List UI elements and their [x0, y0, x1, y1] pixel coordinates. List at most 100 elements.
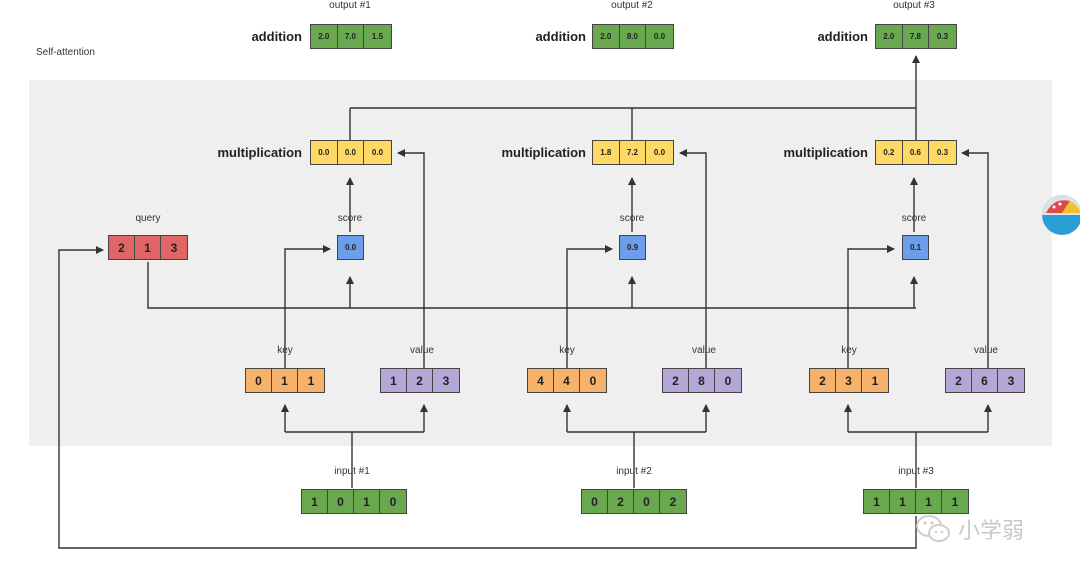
input-3-label: input #3 — [898, 466, 934, 477]
value-cell: 1 — [381, 369, 407, 392]
diagram-title: Self-attention — [36, 47, 95, 58]
multiplication-3-vector: 0.2 0.6 0.3 — [875, 140, 957, 165]
input-cell: 2 — [608, 490, 634, 513]
score-2-label: score — [619, 213, 645, 224]
multiplication-2-label: multiplication — [501, 145, 587, 160]
key-cell: 3 — [836, 369, 862, 392]
input-cell: 1 — [302, 490, 328, 513]
input-cell: 0 — [389, 494, 397, 509]
multiplication-cell: 0.0 — [371, 148, 384, 157]
key-cell: 0 — [589, 373, 597, 388]
score-2-box: 0.9 — [619, 235, 646, 260]
output-cell: 7.8 — [903, 25, 930, 48]
value-cell: 2 — [407, 369, 433, 392]
key-cell: 4 — [554, 369, 580, 392]
output-cell: 2.0 — [876, 25, 903, 48]
watermark-text: 小学弱 — [958, 519, 1025, 544]
input-cell: 0 — [328, 490, 354, 513]
query-cell: 2 — [109, 236, 135, 259]
value-2-vector: 2 8 0 — [662, 368, 742, 393]
multiplication-cell: 0.6 — [903, 141, 930, 164]
output-cell: 8.0 — [620, 25, 647, 48]
multiplication-1-vector: 0.0 0.0 0.0 — [310, 140, 392, 165]
score-3-label: score — [901, 213, 927, 224]
addition-3-label: addition — [817, 29, 868, 44]
output-2-vector: 2.0 8.0 0.0 — [592, 24, 674, 49]
score-cell: 0.1 — [909, 243, 922, 252]
key-cell: 1 — [272, 369, 298, 392]
multiplication-cell: 0.0 — [338, 141, 365, 164]
output-3-vector: 2.0 7.8 0.3 — [875, 24, 957, 49]
value-3-vector: 2 6 3 — [945, 368, 1025, 393]
key-cell: 1 — [307, 373, 315, 388]
value-3-label: value — [974, 345, 998, 356]
value-cell: 3 — [442, 373, 450, 388]
value-1-vector: 1 2 3 — [380, 368, 460, 393]
addition-1-label: addition — [251, 29, 302, 44]
score-cell: 0.0 — [344, 243, 357, 252]
score-3-box: 0.1 — [902, 235, 929, 260]
multiplication-1-label: multiplication — [217, 145, 303, 160]
value-cell: 0 — [724, 373, 732, 388]
key-cell: 1 — [871, 373, 879, 388]
score-1-box: 0.0 — [337, 235, 364, 260]
input-3-vector: 1 1 1 1 — [863, 489, 969, 514]
output-cell: 0.0 — [653, 32, 666, 41]
value-cell: 3 — [1007, 373, 1015, 388]
multiplication-cell: 0.0 — [311, 141, 338, 164]
input-cell: 1 — [951, 494, 959, 509]
multiplication-cell: 0.3 — [936, 148, 949, 157]
input-cell: 1 — [864, 490, 890, 513]
value-2-label: value — [692, 345, 716, 356]
output-cell: 0.3 — [936, 32, 949, 41]
key-3-label: key — [841, 345, 857, 356]
key-cell: 0 — [246, 369, 272, 392]
input-1-label: input #1 — [334, 466, 370, 477]
output-cell: 2.0 — [311, 25, 338, 48]
wechat-icon — [916, 515, 950, 542]
input-cell: 0 — [582, 490, 608, 513]
value-cell: 8 — [689, 369, 715, 392]
input-2-label: input #2 — [616, 466, 652, 477]
query-label: query — [135, 213, 161, 224]
key-2-label: key — [559, 345, 575, 356]
score-cell: 0.9 — [626, 243, 639, 252]
addition-2-label: addition — [535, 29, 586, 44]
output-1-label: output #1 — [329, 0, 371, 11]
multiplication-2-vector: 1.8 7.2 0.0 — [592, 140, 674, 165]
input-cell: 1 — [890, 490, 916, 513]
value-cell: 2 — [663, 369, 689, 392]
value-1-label: value — [410, 345, 434, 356]
output-3-label: output #3 — [893, 0, 935, 11]
watermark: 小学弱 — [914, 512, 1024, 546]
multiplication-cell: 1.8 — [593, 141, 620, 164]
value-cell: 2 — [946, 369, 972, 392]
key-1-vector: 0 1 1 — [245, 368, 325, 393]
value-cell: 6 — [972, 369, 998, 392]
score-1-label: score — [337, 213, 363, 224]
output-cell: 7.0 — [338, 25, 365, 48]
key-cell: 2 — [810, 369, 836, 392]
multiplication-cell: 0.2 — [876, 141, 903, 164]
key-2-vector: 4 4 0 — [527, 368, 607, 393]
key-cell: 4 — [528, 369, 554, 392]
output-cell: 1.5 — [371, 32, 384, 41]
multiplication-3-label: multiplication — [783, 145, 869, 160]
output-2-label: output #2 — [611, 0, 653, 11]
multiplication-cell: 7.2 — [620, 141, 647, 164]
input-1-vector: 1 0 1 0 — [301, 489, 407, 514]
multiplication-cell: 0.0 — [653, 148, 666, 157]
input-cell: 1 — [916, 490, 942, 513]
input-cell: 0 — [634, 490, 660, 513]
key-1-label: key — [277, 345, 293, 356]
key-3-vector: 2 3 1 — [809, 368, 889, 393]
input-cell: 2 — [669, 494, 677, 509]
input-2-vector: 0 2 0 2 — [581, 489, 687, 514]
input-cell: 1 — [354, 490, 380, 513]
output-1-vector: 2.0 7.0 1.5 — [310, 24, 392, 49]
corner-logo-icon — [1042, 195, 1080, 235]
query-vector: 2 1 3 — [108, 235, 188, 260]
query-cell: 3 — [170, 240, 178, 255]
query-cell: 1 — [135, 236, 161, 259]
